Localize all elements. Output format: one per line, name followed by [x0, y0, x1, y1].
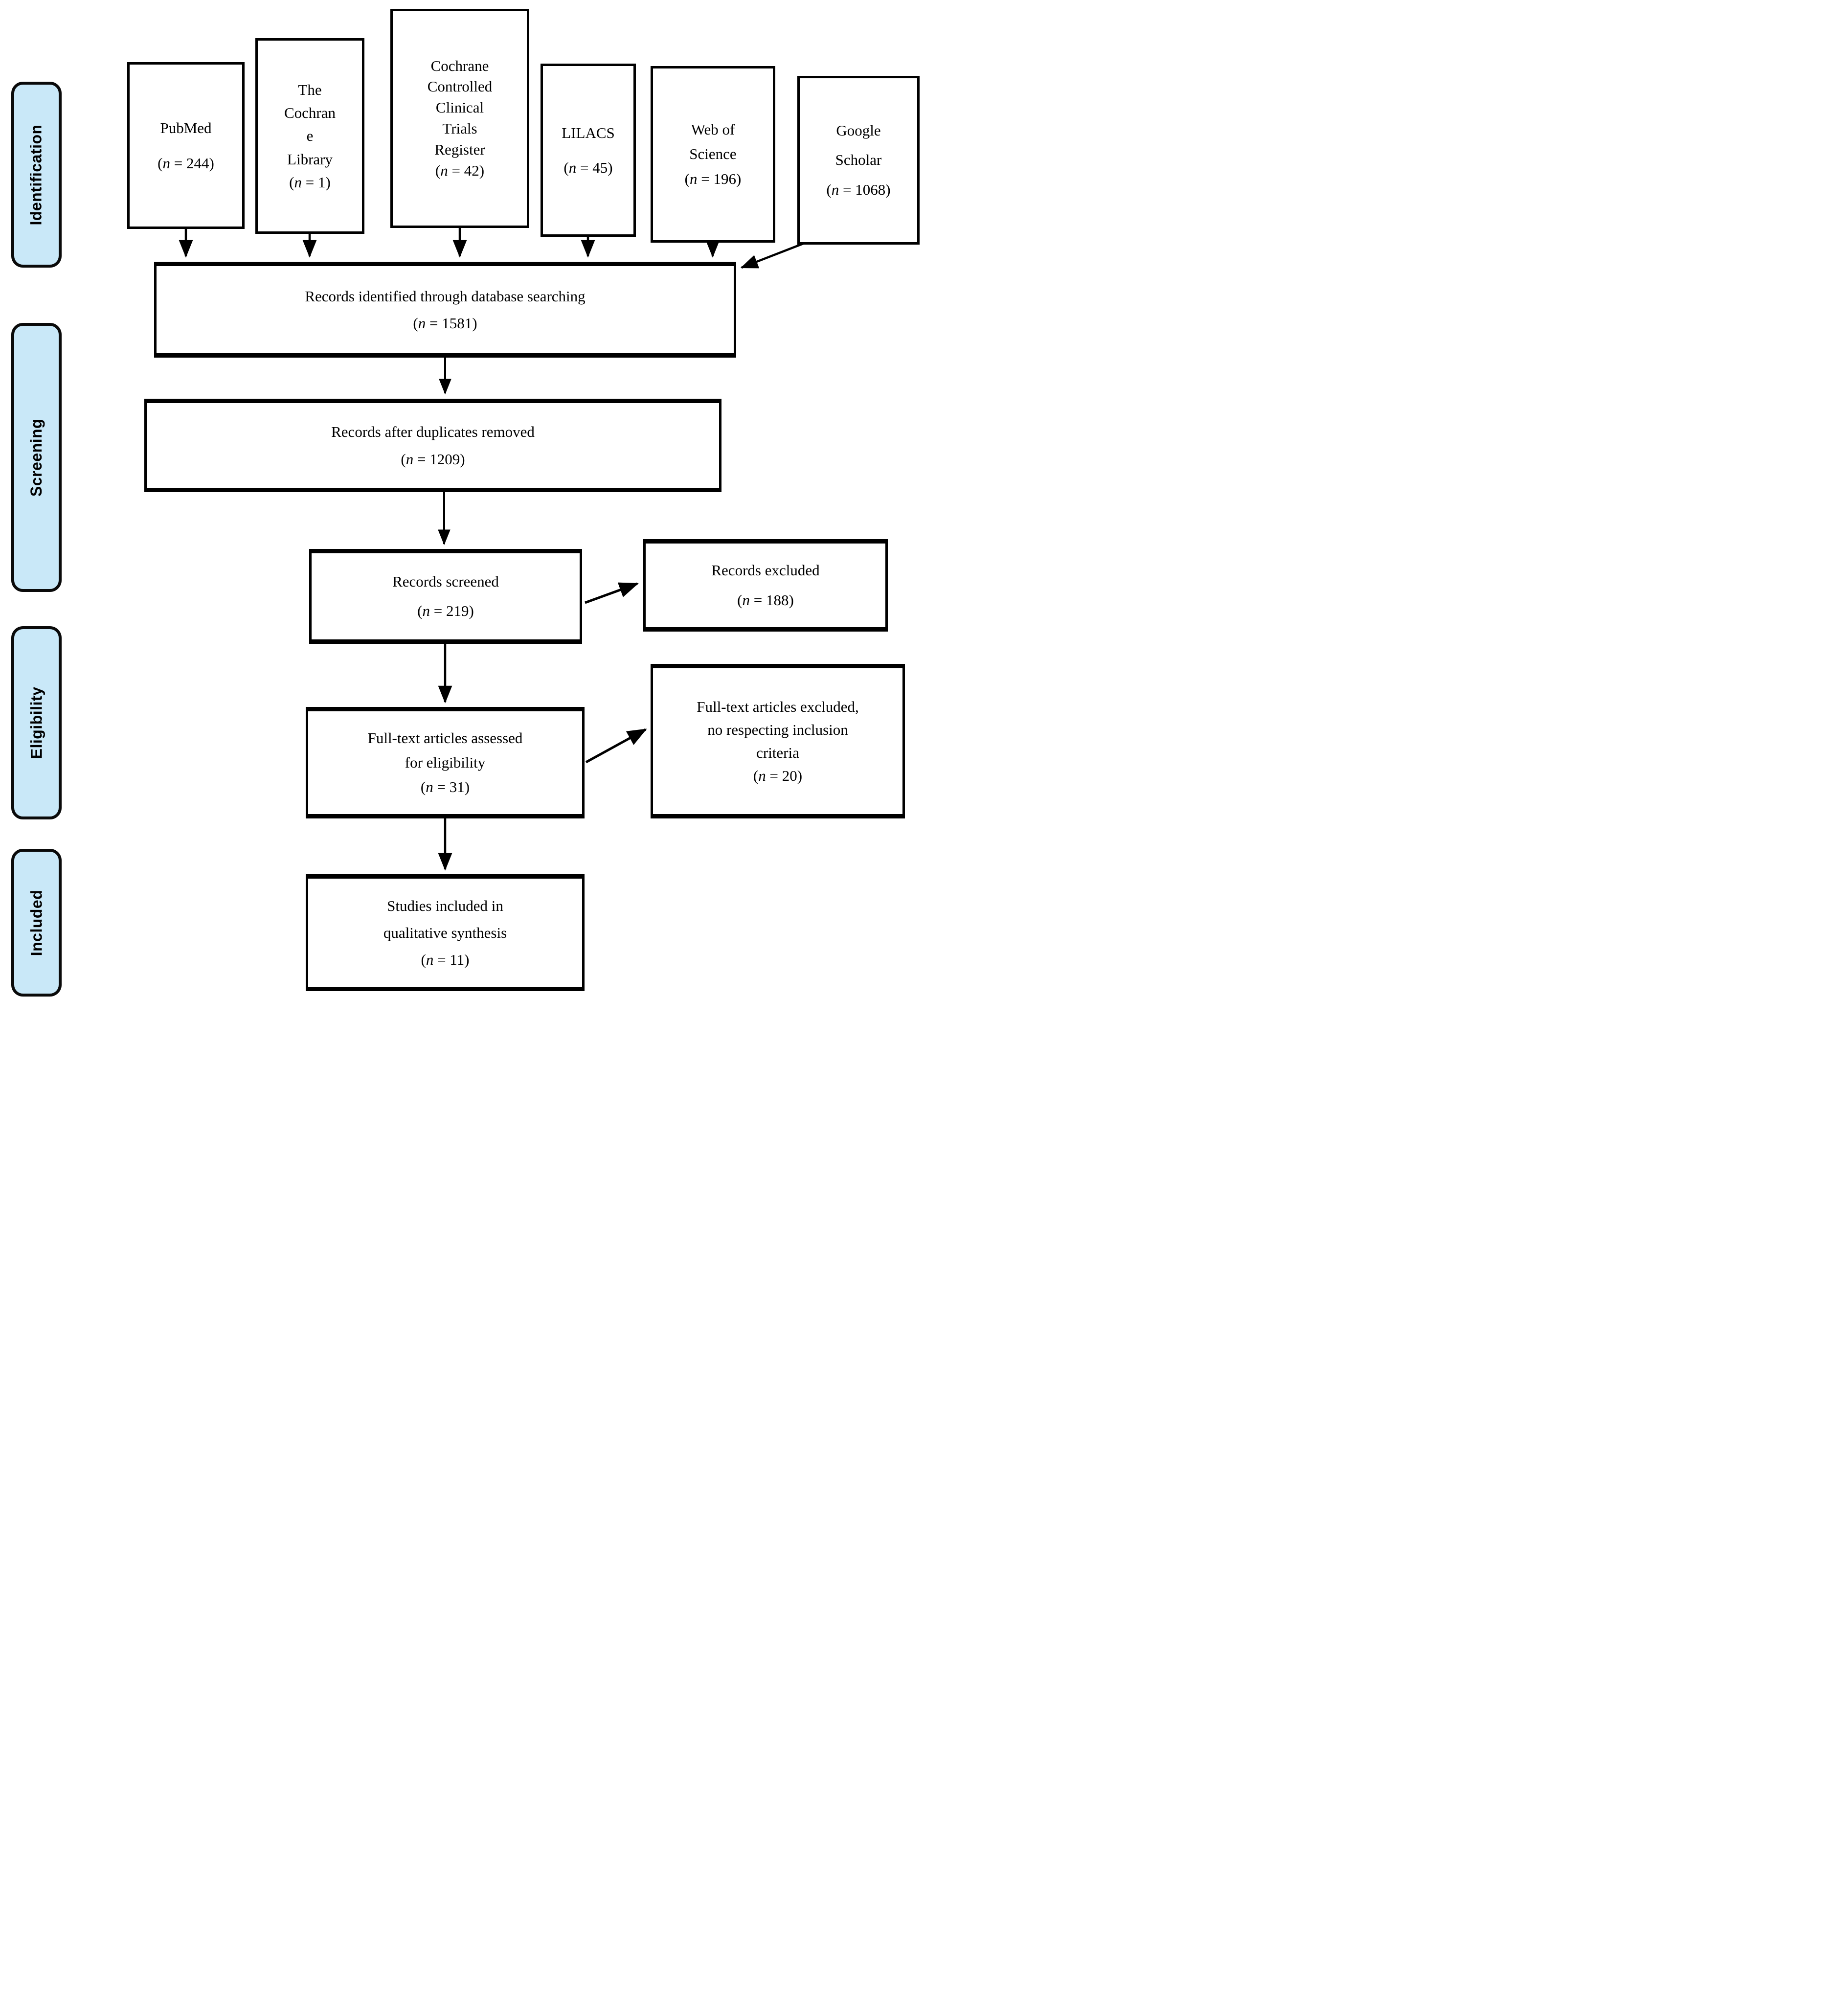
arrow-google-scholar-to-identified [740, 242, 804, 269]
source-box-lilacs: LILACS(n = 45) [541, 64, 636, 237]
stage-included-label: Included [27, 889, 45, 956]
connector-arrows [179, 228, 804, 871]
stage-identification-label: Identification [27, 124, 45, 226]
stage-included: Included [11, 849, 62, 997]
flow-box-records-excluded: Records excluded(n = 188) [643, 539, 888, 632]
arrow-fulltext-to-fulltext-excluded [585, 728, 647, 764]
stage-eligibility: Eligibility [11, 626, 62, 819]
stage-identification: Identification [11, 82, 62, 268]
prisma-flow-diagram: Identification Screening Eligibility Inc… [0, 0, 924, 998]
flow-box-records-deduplicated: Records after duplicates removed(n = 120… [144, 399, 721, 492]
stage-screening: Screening [11, 323, 62, 592]
stage-eligibility-label: Eligibility [27, 686, 45, 759]
flow-box-fulltext-excluded: Full-text articles excluded,no respectin… [651, 664, 905, 818]
flow-box-records-screened: Records screened(n = 219) [309, 549, 582, 644]
stage-screening-label: Screening [27, 418, 45, 497]
source-box-pubmed: PubMed(n = 244) [127, 62, 245, 229]
arrow-screened-to-excluded [585, 582, 639, 604]
flow-box-records-identified: Records identified through database sear… [154, 262, 736, 358]
